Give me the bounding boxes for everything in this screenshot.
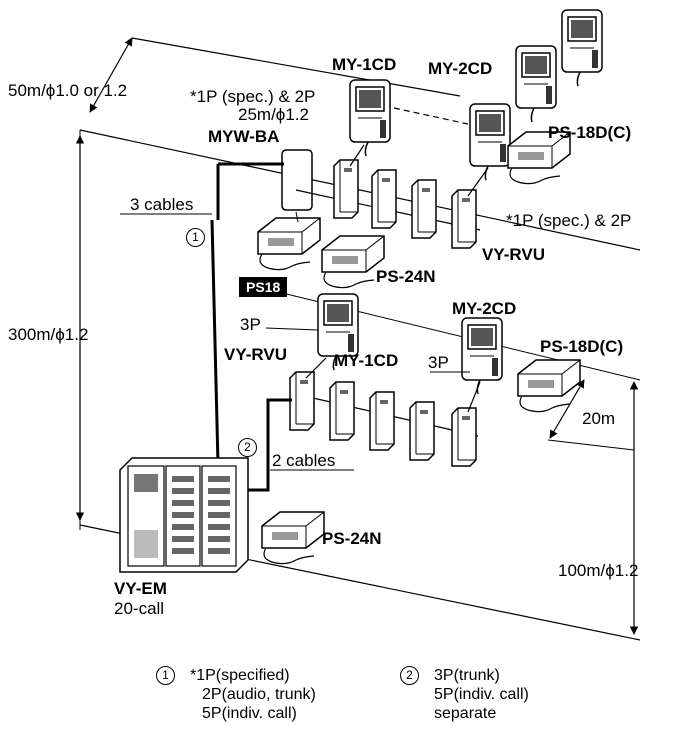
legend-2-number: 2: [400, 666, 419, 685]
ps18dc-mid-label: PS-18D(C): [540, 337, 624, 356]
threep-left-label: 3P: [240, 315, 261, 334]
spec1-label: *1P (spec.) & 2P: [190, 87, 316, 106]
ps18dc-top-label: PS-18D(C): [548, 123, 632, 142]
spec2-label: *1P (spec.) & 2P: [506, 211, 632, 230]
vyrvu-top-label: VY-RVU: [482, 245, 545, 264]
ps24n-bottom-label: PS-24N: [322, 529, 382, 548]
ps24n-top-label: PS-24N: [376, 267, 436, 286]
circle-2-marker: 2: [238, 438, 257, 457]
legend-1-line: *1P(specified): [190, 667, 290, 684]
call20-label: 20-call: [114, 599, 165, 618]
dist-top-label: 50m/ϕ1.0 or 1.2: [8, 81, 128, 100]
circle-1-marker: 1: [186, 228, 205, 247]
legend-item-1: 1 *1P(specified) 2P(audio, trunk) 5P(ind…: [156, 666, 316, 723]
ps18-badge: PS18: [239, 277, 288, 297]
legend-1-number: 1: [156, 666, 175, 685]
my1cd-top-label: MY-1CD: [332, 55, 397, 74]
spec1b-label: 25m/ϕ1.2: [238, 105, 309, 124]
legend-2-line: 3P(trunk): [434, 667, 500, 684]
cables2-label: 2 cables: [272, 451, 336, 470]
legend-1-line: 2P(audio, trunk): [202, 686, 316, 703]
my2cd-mid-label: MY-2CD: [452, 299, 517, 318]
threep-right-label: 3P: [428, 353, 449, 372]
legend-2-line: separate: [434, 705, 497, 722]
dist-left-label: 300m/ϕ1.2: [8, 325, 89, 344]
mywba-label: MYW-BA: [208, 127, 280, 146]
vyem-label: VY-EM: [114, 579, 167, 598]
my1cd-mid-label: MY-1CD: [334, 351, 399, 370]
vyrvu-mid-label: VY-RVU: [224, 345, 287, 364]
legend-1-line: 5P(indiv. call): [202, 705, 297, 722]
dist-right-label: 100m/ϕ1.2: [558, 561, 639, 580]
dist-20m-label: 20m: [582, 409, 616, 428]
my2cd-top-label: MY-2CD: [428, 59, 493, 78]
cables3-label: 3 cables: [130, 195, 194, 214]
legend-2-line: 5P(indiv. call): [434, 686, 529, 703]
legend-item-2: 2 3P(trunk) 5P(indiv. call) separate: [400, 666, 529, 723]
entrance-panel: [119, 457, 249, 573]
